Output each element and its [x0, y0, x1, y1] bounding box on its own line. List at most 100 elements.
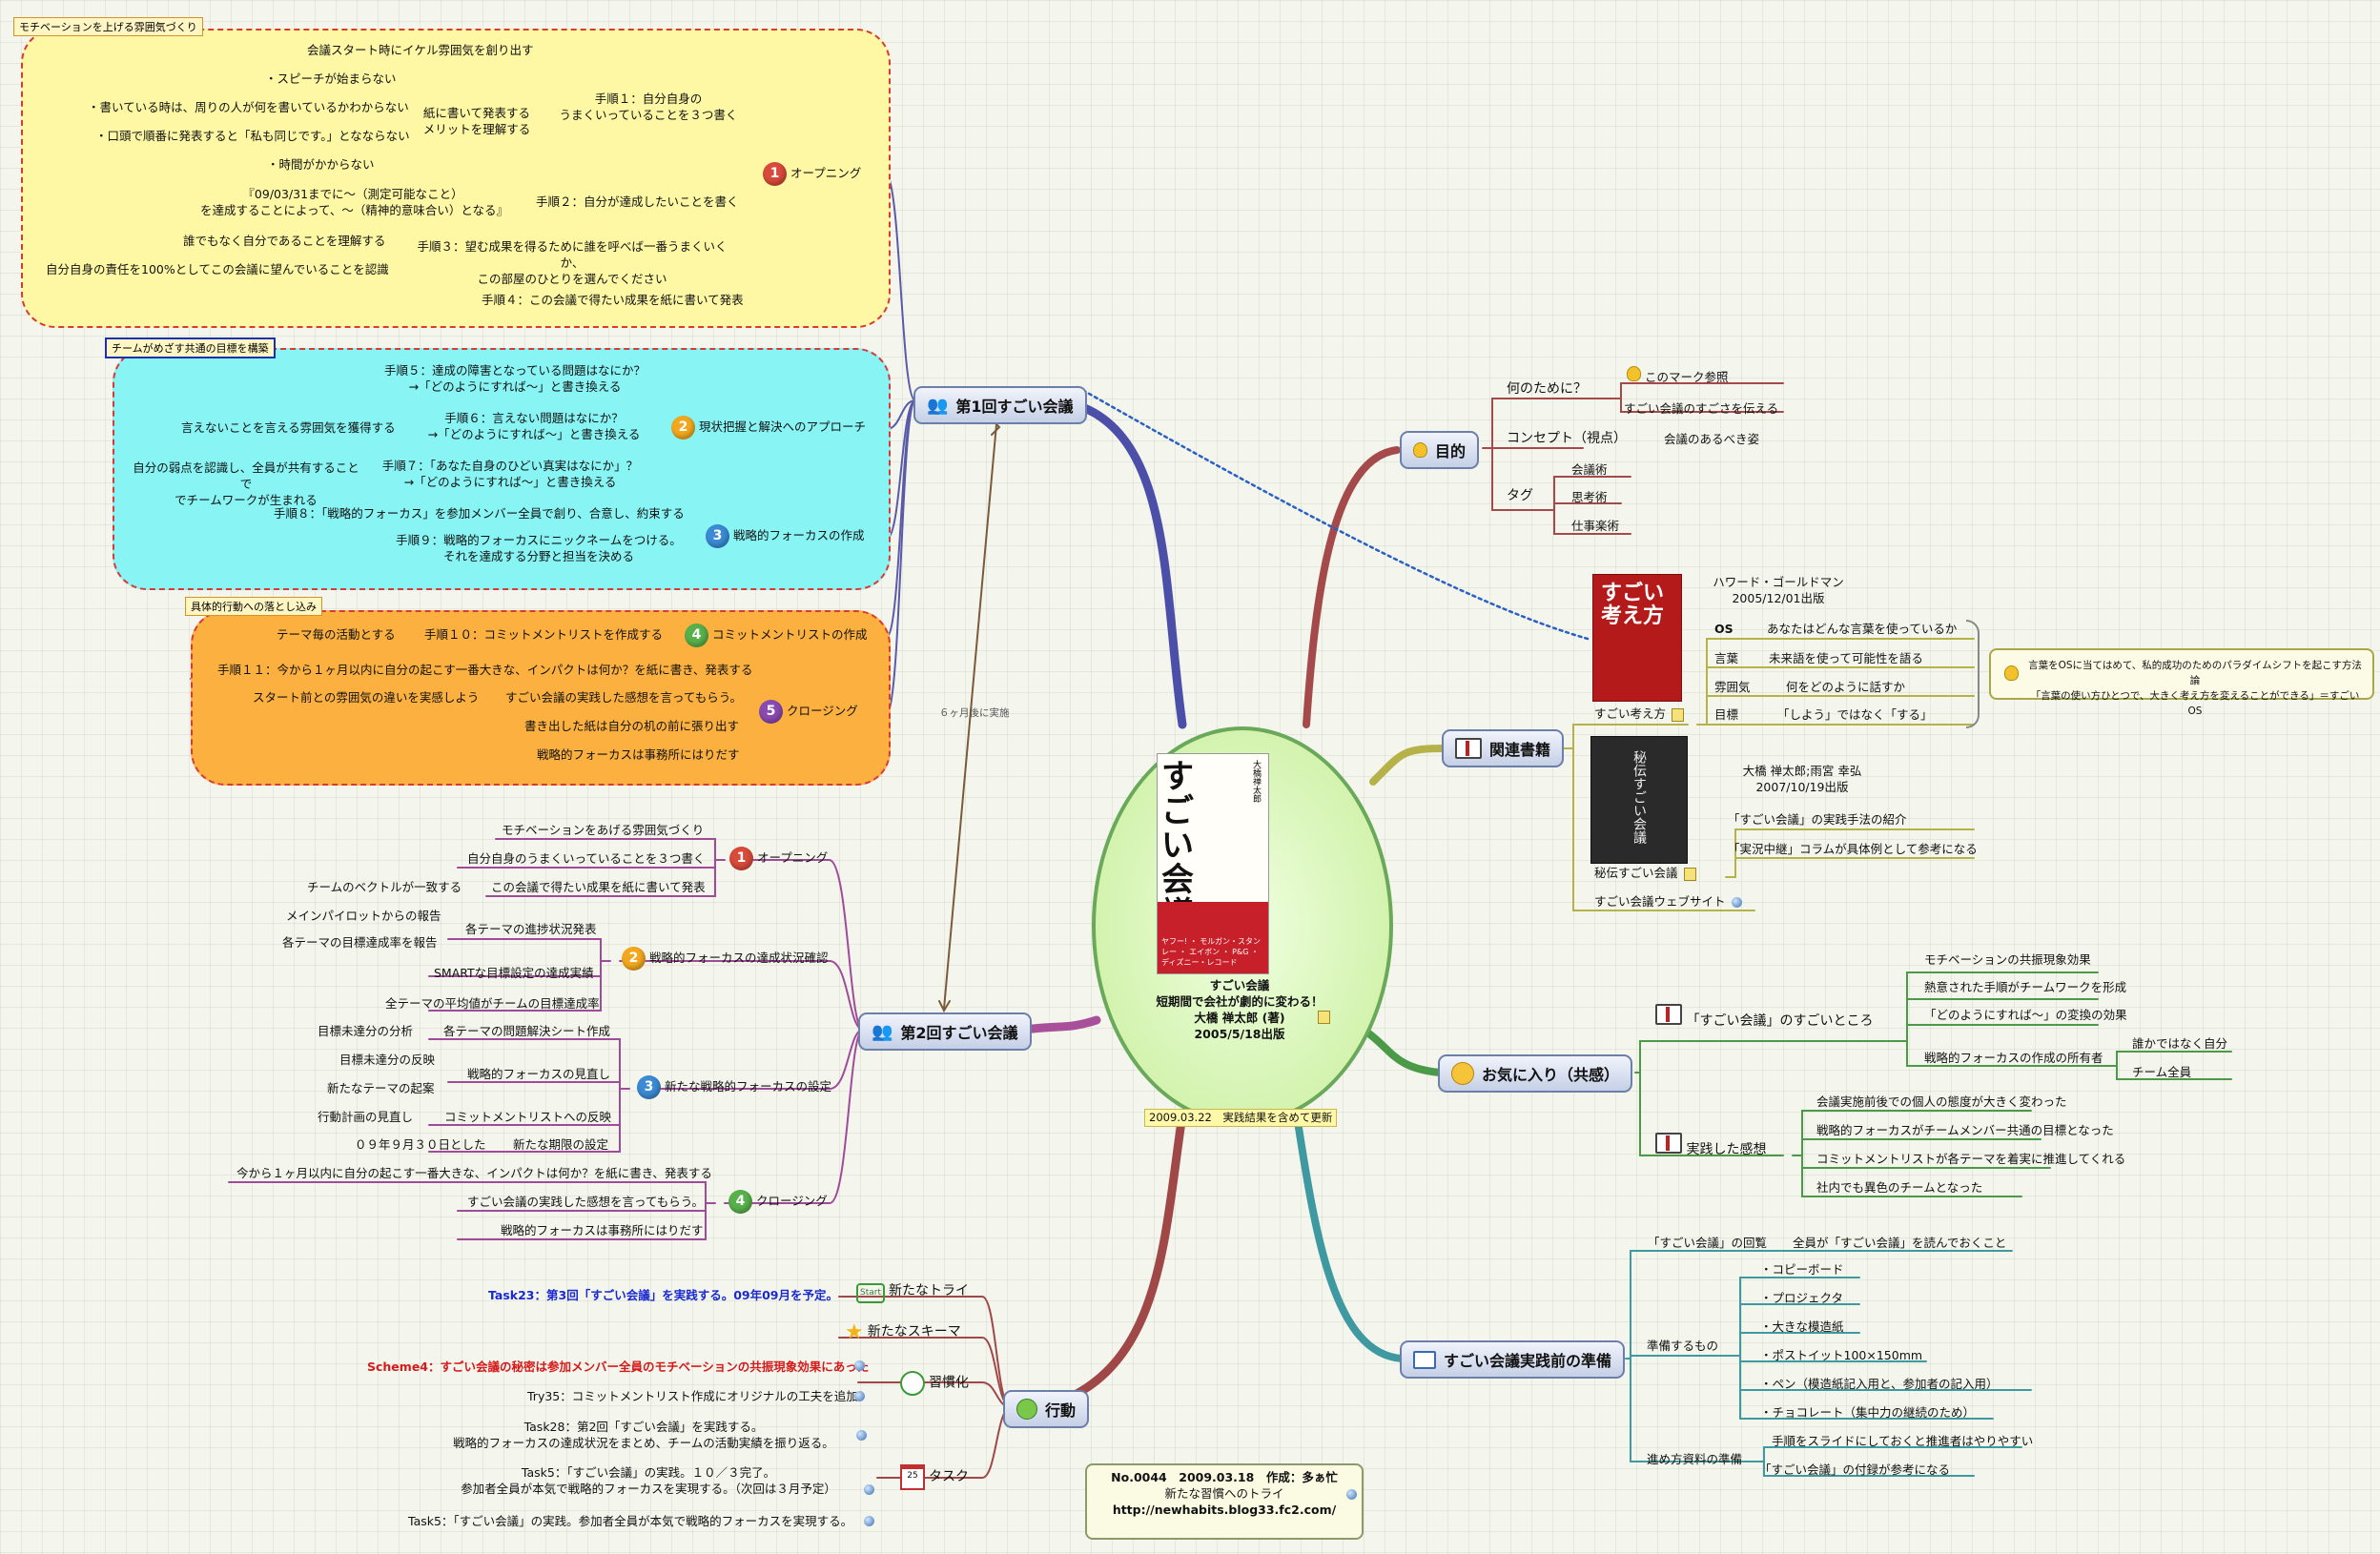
- prep-item-1: ・コピーボード: [1760, 1262, 1844, 1277]
- m1-closing-1: すごい会議の実践した感想を言ってもらう。: [505, 690, 743, 705]
- prep-item-6: ・チョコレート（集中力の継続のため）: [1760, 1405, 1976, 1420]
- center-date: 2005/5/18出版: [1194, 1027, 1285, 1041]
- action-try-label: 新たなトライ: [888, 1283, 969, 1298]
- m2-opening[interactable]: 1 オープニング: [729, 847, 828, 870]
- book1-author: ハワード・ゴールドマン 2005/12/01出版: [1713, 575, 1844, 605]
- lightbulb-icon: [1627, 366, 1641, 381]
- m1-paper-2: ・書いている時は、周りの人が何を書いているかわからない: [88, 100, 409, 114]
- m2-closing-b: すごい会議の実践した感想を言ってもらう。: [467, 1195, 705, 1209]
- link-icon[interactable]: [854, 1391, 865, 1401]
- action-scheme-label: 新たなスキーマ: [867, 1324, 961, 1339]
- books-topic[interactable]: 関連書籍: [1442, 729, 1565, 767]
- book1-goal: 目標: [1714, 707, 1739, 722]
- m1-closing[interactable]: 5 クロージング: [759, 700, 858, 724]
- m1-approach[interactable]: 2 現状把握と解決へのアプローチ: [671, 416, 866, 440]
- action-try[interactable]: Start 新たなトライ: [856, 1282, 969, 1303]
- m1-step3-b: 自分自身の責任を100%としてこの会議に望んでいることを認識: [46, 262, 389, 276]
- lightbulb-icon: [2004, 665, 2019, 681]
- action-habit[interactable]: 習慣化: [900, 1371, 969, 1396]
- action-scheme[interactable]: ★ 新たなスキーマ: [845, 1322, 961, 1343]
- meeting2-topic[interactable]: 👥 第2回すごい会議: [858, 1012, 1032, 1051]
- meeting1-topic[interactable]: 👥 第1回すごい会議: [913, 386, 1087, 424]
- m2-closing[interactable]: 4 クロージング: [728, 1190, 828, 1214]
- note-icon[interactable]: [1672, 707, 1685, 722]
- number-2-icon: 2: [671, 416, 695, 440]
- id-card-icon: [1413, 1350, 1436, 1369]
- link-icon[interactable]: [854, 1360, 865, 1371]
- purpose-why: 何のために？: [1507, 381, 1587, 397]
- m2-review-a: 各テーマの進捗状況発表: [465, 922, 597, 936]
- m1-step1: 手順１：自分自身の うまくいっていることを３つ書く: [559, 92, 738, 122]
- fav-i4: 社内でも異色のチームとなった: [1816, 1180, 1983, 1195]
- number-4-icon: 4: [685, 624, 708, 647]
- note-icon[interactable]: [1318, 1011, 1330, 1024]
- info-line3[interactable]: http://newhabits.blog33.fc2.com/: [1112, 1503, 1337, 1517]
- m1-opening-label: オープニング: [790, 166, 862, 180]
- m1-step8: 手順８：「戦略的フォーカス」を参加メンバー全員で創り、合意し、約束する: [274, 506, 685, 521]
- boundary-action-label: 具体的行動への落とし込み: [185, 597, 322, 616]
- books-label: 関連書籍: [1489, 741, 1551, 759]
- fav-g4: 戦略的フォーカスの作成の所有者: [1924, 1051, 2103, 1065]
- purpose-why-a-text: このマーク参照: [1644, 370, 1729, 384]
- action-task-1: Task28：第2回「すごい会議」を実践する。 戦略的フォーカスの達成状況をまと…: [453, 1420, 834, 1450]
- action-topic[interactable]: 行動: [1003, 1390, 1090, 1428]
- action-task[interactable]: 25 タスク: [900, 1464, 969, 1490]
- books-site[interactable]: すごい会議ウェブサイト: [1594, 893, 1742, 910]
- m1-focus-label: 戦略的フォーカスの作成: [732, 528, 865, 542]
- meeting2-label: 第2回すごい会議: [900, 1024, 1018, 1042]
- books-site-text: すごい会議ウェブサイト: [1594, 894, 1726, 909]
- m1-step1-a: 会議スタート時にイケル雰囲気を創り出す: [307, 43, 534, 57]
- link-icon[interactable]: [864, 1516, 874, 1526]
- book1-mood: 雰囲気: [1714, 680, 1751, 694]
- m1-focus[interactable]: 3 戦略的フォーカスの作成: [706, 524, 865, 548]
- book1-cover: すごい考え方: [1592, 574, 1682, 702]
- start-icon: Start: [856, 1283, 885, 1303]
- m1-opening[interactable]: 1 オープニング: [763, 162, 861, 186]
- m2-opening-b: 自分自身のうまくいっていることを３つ書く: [467, 851, 706, 866]
- m1-commit[interactable]: 4 コミットメントリストの作成: [685, 624, 868, 647]
- m1-step3-a: 誰でもなく自分であることを理解する: [183, 234, 386, 248]
- link-icon[interactable]: [856, 1430, 867, 1441]
- fav-i1: 会議実施前後での個人の態度が大きく変わった: [1816, 1094, 2067, 1109]
- prep-item-5: ・ペン（模造紙記入用と、参加者の記入用）: [1760, 1377, 1999, 1391]
- m1-closing-3: 戦略的フォーカスは事務所にはりだす: [537, 747, 740, 762]
- fav-i2: 戦略的フォーカスがチームメンバー共通の目標となった: [1816, 1123, 2114, 1137]
- m1-step2-a: 『09/03/31までに〜（測定可能なこと） を達成することによって、〜（精神的…: [200, 187, 509, 217]
- m2-newfocus-a: 各テーマの問題解決シート作成: [443, 1024, 611, 1038]
- book-icon: [1455, 738, 1482, 759]
- link-icon[interactable]: [1731, 897, 1742, 908]
- m1-paper-3: ・口頭で順番に発表すると「私も同じです。」となならない: [95, 129, 410, 143]
- favorite-topic[interactable]: お気に入り（共感）: [1438, 1054, 1633, 1093]
- purpose-concept: コンセプト（視点）: [1507, 431, 1627, 446]
- m1-step6: 手順６：言えない問題はなにか？ →「どのようにすれば〜」と書き換える: [427, 411, 641, 441]
- fav-g4-a: 誰かではなく自分: [2132, 1036, 2228, 1051]
- m2-opening-c: この会議で得たい成果を紙に書いて発表: [491, 880, 706, 894]
- book-icon: [1655, 1133, 1682, 1154]
- number-1-icon: 1: [763, 162, 787, 186]
- note-icon[interactable]: [1683, 867, 1696, 881]
- m2-review-c: 全テーマの平均値がチームの目標達成率: [385, 996, 600, 1011]
- fav-i3: コミットメントリストが各テーマを着実に推進してくれる: [1816, 1152, 2126, 1166]
- m1-step11: 手順１１：今から１ヶ月以内に自分の起こす一番大きな、インパクトは何か？を紙に書き…: [217, 663, 753, 677]
- book2-author: 大橋 禅太郎;雨宮 幸弘 2007/10/19出版: [1742, 764, 1862, 794]
- m2-review[interactable]: 2 戦略的フォーカスの達成状況確認: [622, 947, 829, 971]
- purpose-topic[interactable]: 目的: [1400, 431, 1480, 469]
- book1-cover-title: すごい考え方: [1601, 582, 1665, 628]
- m1-closing-1a: スタート前との雰囲気の違いを実感しよう: [253, 690, 480, 705]
- m1-closing-label: クロージング: [786, 704, 858, 718]
- m2-newfocus[interactable]: 3 新たな戦略的フォーカスの設定: [637, 1075, 831, 1099]
- prep-item-3: ・大きな模造紙: [1760, 1319, 1844, 1334]
- meeting1-label: 第1回すごい会議: [955, 398, 1074, 416]
- link-icon[interactable]: [864, 1484, 874, 1495]
- info-box: No.0044 2009.03.18 作成：多ぁ忙 新たな習慣へのトライ htt…: [1085, 1463, 1364, 1540]
- link-icon[interactable]: [1346, 1489, 1357, 1500]
- boundary-goal: [113, 348, 891, 590]
- prep-topic[interactable]: すごい会議実践前の準備: [1400, 1340, 1626, 1379]
- boundary-motivation-label: モチベーションを上げる雰囲気づくり: [13, 17, 203, 36]
- m2-newfocus-aa: 目標未達分の分析: [318, 1024, 414, 1038]
- book1-callout-text: 言葉をOSに当てはめて、私的成功のためのパラダイムシフトを起こす方法論 「言葉の…: [2028, 660, 2362, 717]
- prep-c1: 手順をスライドにしておくと推進者はやりやすい: [1772, 1434, 2034, 1448]
- m1-commit-label: コミットメントリストの作成: [711, 627, 868, 642]
- cover-author: 大橋禅太郎: [1251, 760, 1261, 803]
- purpose-why-b: すごい会議のすごさを伝える: [1624, 401, 1779, 416]
